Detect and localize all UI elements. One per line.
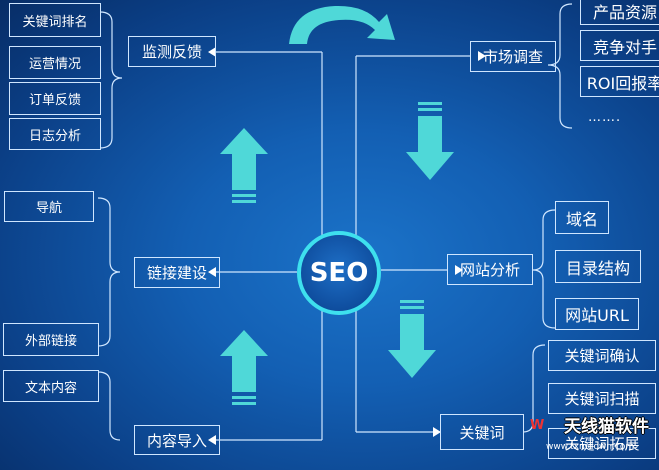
node-monitor-feedback: 监测反馈: [128, 36, 216, 67]
up-arrow-icon: [220, 128, 268, 203]
node-market-research: 市场调查: [470, 41, 556, 72]
site-item-url: 网站URL: [555, 298, 639, 330]
curved-arrow-icon: [289, 5, 395, 45]
market-item-more: …….: [588, 110, 622, 125]
site-item-domain: 域名: [555, 201, 609, 234]
site-item-directory: 目录结构: [555, 250, 641, 283]
links-item-navigation: 导航: [4, 191, 94, 222]
market-item-roi: ROI回报率: [580, 66, 659, 97]
market-item-products: 产品资源: [580, 0, 659, 25]
keyword-item-confirm: 关键词确认: [548, 340, 656, 371]
monitor-item-order-feedback: 订单反馈: [9, 82, 101, 115]
monitor-item-operations: 运营情况: [9, 46, 101, 79]
up-arrow-icon: [220, 330, 268, 405]
monitor-item-keyword-ranking: 关键词排名: [9, 3, 101, 37]
keyword-item-scan: 关键词扫描: [548, 383, 656, 414]
node-keywords: 关键词: [440, 414, 524, 450]
node-site-analysis: 网站分析: [447, 254, 533, 285]
watermark-logo-icon: W: [530, 418, 545, 433]
content-item-text: 文本内容: [3, 370, 99, 402]
seo-center-node: SEO: [297, 231, 381, 315]
watermark-name: 天线猫软件: [564, 417, 649, 437]
down-arrow-icon: [388, 300, 436, 378]
down-arrow-icon: [406, 102, 454, 180]
monitor-item-log-analysis: 日志分析: [9, 118, 101, 150]
keyword-item-expand: 关键词拓展: [548, 428, 656, 459]
node-link-building: 链接建设: [134, 257, 220, 288]
market-item-competitors: 竞争对手: [580, 30, 659, 61]
watermark-url: www.txmdown.com: [546, 442, 635, 452]
links-item-external: 外部链接: [3, 323, 99, 356]
watermark: W 天线猫软件 www.txmdown.com: [524, 412, 659, 470]
node-content-import: 内容导入: [134, 425, 220, 455]
